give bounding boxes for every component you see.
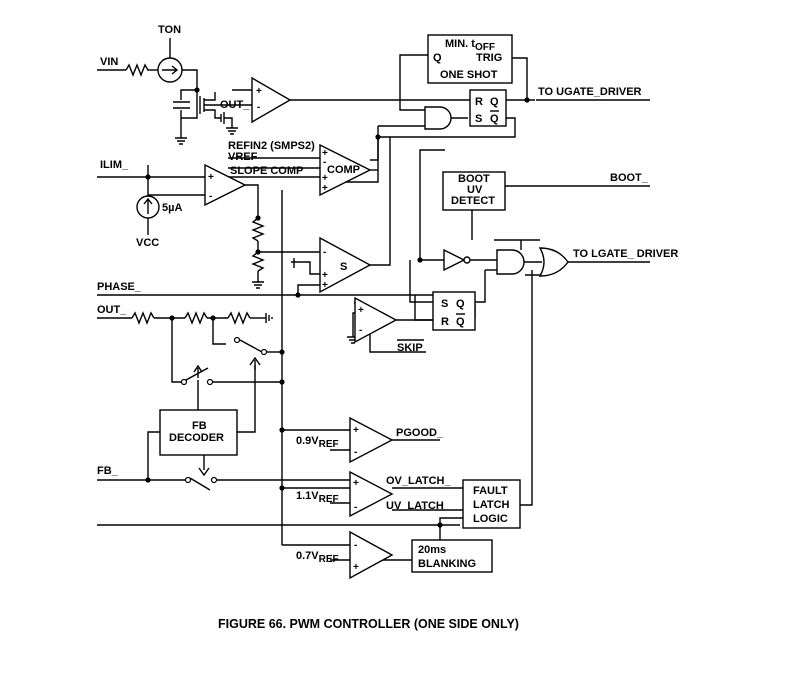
ilim-amplifier: [204, 163, 247, 207]
fault-line3: LOGIC: [473, 513, 508, 525]
one-shot-q: Q: [433, 52, 442, 64]
flip-flop-bottom: [432, 291, 476, 331]
vin-label: VIN: [100, 56, 118, 68]
ref07-label: 0.7VREF: [296, 550, 339, 565]
junction-dots: [145, 87, 530, 528]
and-gate-low: [496, 249, 525, 275]
boot-label: BOOT_: [610, 172, 649, 184]
comp-minus: -: [323, 157, 326, 168]
ff-top-q: Q: [490, 96, 499, 108]
s-comp-plus-2: +: [322, 280, 328, 291]
s-comp-minus: -: [323, 247, 326, 258]
one-shot-trig: TRIG: [476, 52, 502, 64]
ff-top-qbar: Q: [490, 113, 499, 125]
boot-uv-line3: DETECT: [451, 195, 495, 207]
comp-label: COMP: [327, 164, 360, 176]
ilim-label: ILIM_: [100, 159, 129, 171]
vcc-label: VCC: [136, 237, 159, 249]
pgood-minus: -: [354, 447, 357, 458]
fb-decoder-line1: FB: [192, 420, 207, 432]
inverter: [443, 248, 466, 272]
fault-latch-logic-block: [462, 479, 521, 529]
ilim-amp-plus: +: [208, 172, 214, 183]
refin2-label: REFIN2 (SMPS2): [228, 140, 315, 152]
comp-plus-1: +: [322, 148, 328, 159]
skip-plus: +: [358, 305, 364, 316]
flip-flop-top: [469, 89, 507, 127]
to-lgate-label: TO LGATE_ DRIVER: [573, 248, 678, 260]
switch-contacts: [180, 336, 268, 484]
ton-current-source: [157, 57, 183, 83]
slope-comp-label: SLOPE COMP: [230, 165, 303, 177]
pgood-plus: +: [353, 425, 359, 436]
uv-minus: -: [354, 540, 357, 551]
skip-minus: -: [359, 325, 362, 336]
phase-label: PHASE_: [97, 281, 142, 293]
comparator-plus: +: [256, 86, 262, 97]
uv-comparator: [349, 530, 394, 580]
ff-bot-qbar: Q: [456, 316, 465, 328]
one-shot-block: [427, 34, 513, 84]
ilim-amp-minus: -: [209, 191, 212, 202]
fault-line2: LATCH: [473, 499, 510, 511]
comparator-minus: -: [257, 102, 260, 113]
fault-line1: FAULT: [473, 485, 508, 497]
ref09-label: 0.9VREF: [296, 435, 339, 450]
s-comp-plus-1: +: [322, 270, 328, 281]
ff-bot-s: S: [441, 298, 448, 310]
skip-comparator: [354, 296, 398, 344]
or-gate: [538, 247, 569, 277]
boot-uv-line2: UV: [467, 184, 483, 196]
s-comp-label: S: [340, 261, 347, 273]
uv-latch-label: UV_LATCH_: [386, 500, 451, 512]
one-shot-min-toff: MIN. tOFF: [445, 38, 495, 53]
ff-top-s: S: [475, 113, 482, 125]
figure-caption: FIGURE 66. PWM CONTROLLER (ONE SIDE ONLY…: [218, 617, 519, 631]
out-sense-label: OUT_: [220, 99, 250, 111]
ov-plus: +: [353, 478, 359, 489]
comp-plus-2: +: [322, 173, 328, 184]
ff-bot-q: Q: [456, 298, 465, 310]
blanking-block: [411, 539, 493, 573]
one-shot-title: ONE SHOT: [440, 69, 498, 81]
boot-uv-line1: BOOT: [458, 173, 490, 185]
ov-comparator: [349, 470, 394, 518]
and-gate-top: [424, 106, 452, 130]
fb-decoder-block: [159, 409, 238, 456]
comp-comparator: [319, 143, 372, 197]
ff-top-r: R: [475, 96, 483, 108]
blanking-line2: BLANKING: [418, 558, 476, 570]
boot-uv-detect-block: [442, 171, 506, 211]
pgood-label: PGOOD_: [396, 427, 444, 439]
i5ua-label: 5µA: [162, 202, 182, 214]
blanking-line1: 20ms: [418, 544, 446, 556]
ref11-label: 1.1VREF: [296, 490, 339, 505]
out-label: OUT_: [97, 304, 127, 316]
to-ugate-label: TO UGATE_DRIVER: [538, 86, 642, 98]
wires: [97, 38, 650, 561]
ff-bot-r: R: [441, 316, 449, 328]
on-time-comparator: [251, 76, 292, 124]
pgood-comparator: [349, 416, 394, 464]
ov-latch-label: OV_LATCH_: [386, 475, 451, 487]
skip-label: SKIP: [397, 342, 423, 354]
vref-label: VREF: [228, 151, 258, 163]
fb-decoder-line2: DECODER: [169, 432, 224, 444]
s-comparator: [319, 236, 372, 294]
comp-plus-3: +: [322, 183, 328, 194]
ov-minus: -: [354, 502, 357, 513]
ton-label: TON: [158, 24, 181, 36]
uv-plus: +: [353, 562, 359, 573]
fb-label: FB_: [97, 465, 119, 477]
